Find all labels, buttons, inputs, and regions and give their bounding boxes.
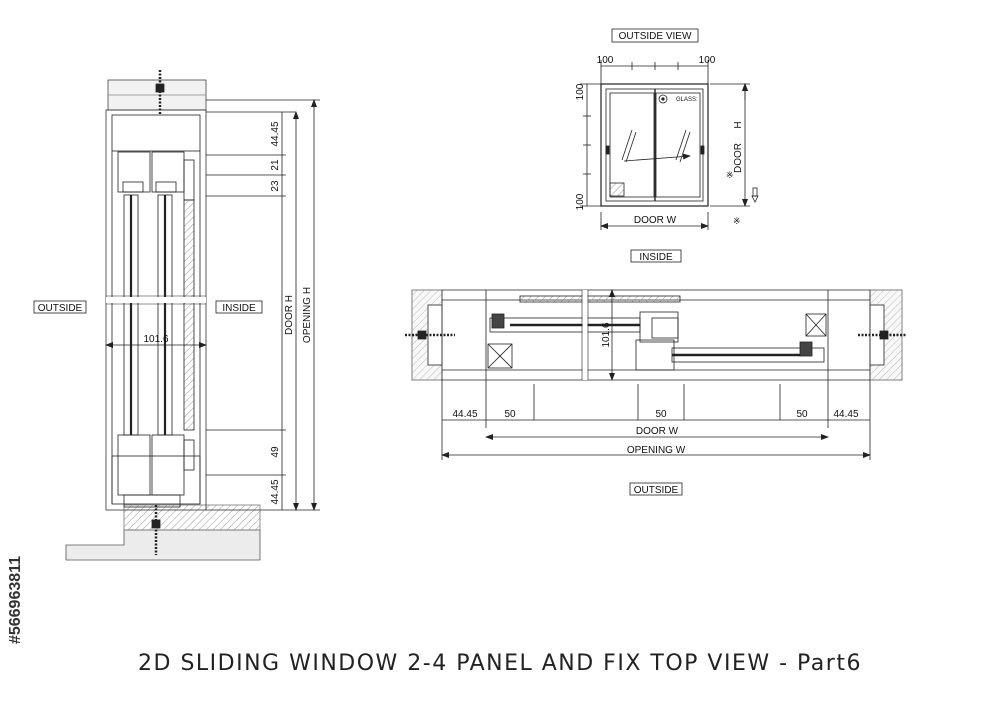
dim-101-6-right: 101.6 (601, 322, 612, 347)
label-glass: GLASS: (676, 97, 698, 103)
outside-label-box-bottom (629, 482, 683, 496)
label-inside-left: INSIDE (222, 303, 256, 314)
dim-101-6-left: 101.6 (143, 334, 168, 345)
inside-label-box (630, 249, 682, 263)
dim-50-left: 50 (504, 409, 516, 420)
drawing-title: 2D SLIDING WINDOW 2-4 PANEL AND FIX TOP … (138, 651, 862, 676)
window-elevation (600, 83, 709, 207)
dim-44-45-right: 44.45 (833, 409, 858, 420)
dim-100-top-left: 100 (597, 55, 614, 66)
label-opening-w: OPENING W (627, 445, 686, 456)
outside-label-box-left (33, 300, 87, 314)
star-mark-1: ※ (726, 170, 734, 180)
outside-view (580, 28, 759, 263)
watermark-id: #566963811 (7, 556, 24, 644)
anchor-bolt-bottom (151, 505, 161, 555)
label-outside-bottom: OUTSIDE (634, 485, 679, 496)
anchor-bolt-left (405, 330, 455, 340)
label-outside-left: OUTSIDE (38, 303, 83, 314)
label-h-vertical: H (733, 121, 744, 128)
floor-wall (65, 529, 261, 561)
dim-100-left-bottom: 100 (575, 193, 586, 210)
dim-44-45-left: 44.45 (452, 409, 477, 420)
label-door-w-small: DOOR W (634, 215, 677, 226)
star-mark-2: ※ (733, 216, 741, 226)
anchor-bolt-right (858, 330, 906, 340)
dim-23: 23 (270, 180, 281, 192)
label-door-h: DOOR H (284, 295, 295, 335)
dim-44-45-top: 44.45 (270, 121, 281, 146)
dim-100-top-right: 100 (699, 55, 716, 66)
dim-44-45-bottom: 44.45 (270, 479, 281, 504)
glass-symbol-icon (658, 94, 668, 104)
horizontal-section (405, 289, 906, 496)
dim-50-center: 50 (655, 409, 667, 420)
label-door-w: DOOR W (636, 426, 679, 437)
label-opening-h: OPENING H (302, 287, 313, 343)
dim-49: 49 (270, 446, 281, 458)
inside-label-box-left (215, 300, 263, 314)
label-inside-top: INSIDE (639, 252, 673, 263)
dim-21: 21 (270, 159, 281, 171)
label-outside-view: OUTSIDE VIEW (619, 31, 692, 42)
dim-100-left-top: 100 (575, 83, 586, 100)
outside-view-label-box (611, 28, 699, 43)
vertical-section (65, 70, 320, 561)
anchor-bolt-top (155, 70, 165, 115)
dim-50-right: 50 (796, 409, 808, 420)
label-door-vertical: DOOR (733, 143, 744, 173)
